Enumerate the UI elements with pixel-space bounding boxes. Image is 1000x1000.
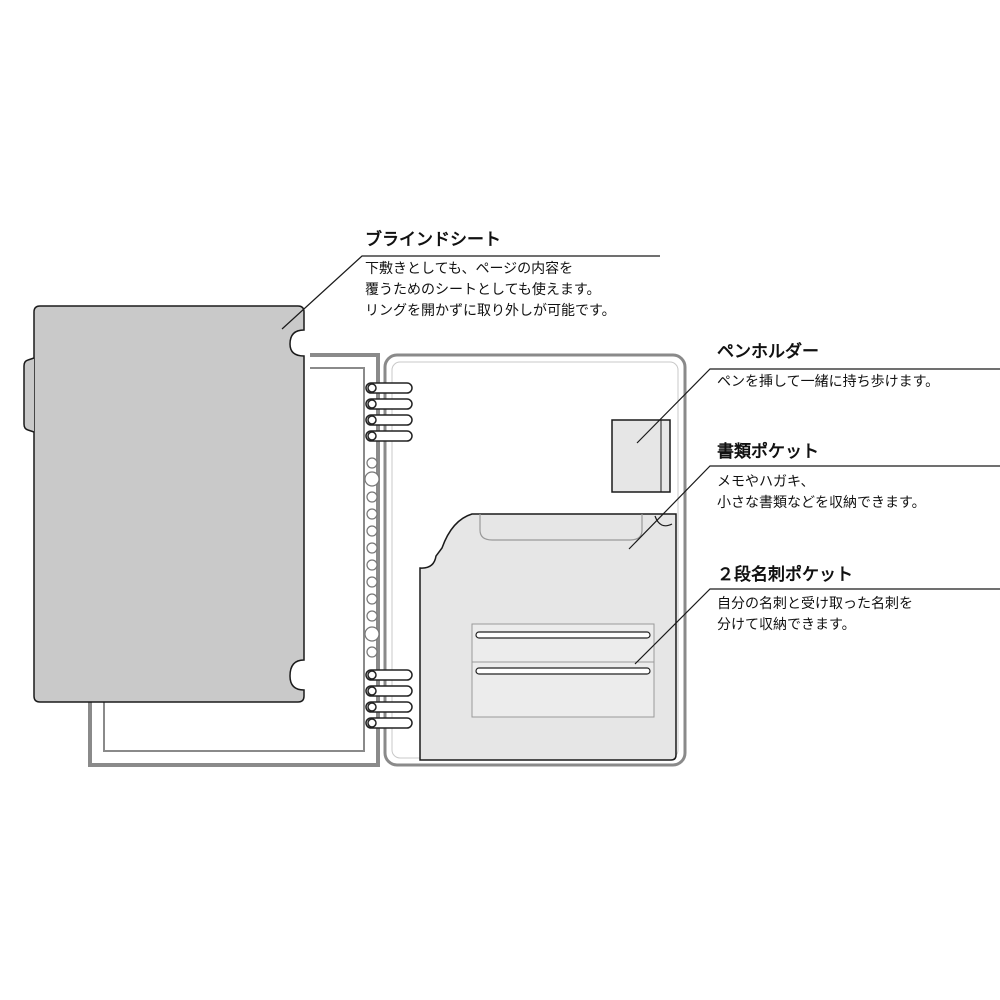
card-pocket-desc-line: 分けて収納できます。	[717, 617, 856, 633]
card-pocket-desc-line: 自分の名刺と受け取った名刺を	[717, 596, 913, 612]
blind-sheet-desc-line: 覆うためのシートとしても使えます。	[365, 282, 601, 298]
pen-holder-title: ペンホルダー	[717, 342, 819, 362]
document-pocket-desc-line: 小さな書類などを収納できます。	[717, 495, 926, 511]
document-pocket-callout: 書類ポケット メモやハガキ、 小さな書類などを収納できます。	[717, 442, 926, 514]
document-pocket-description: メモやハガキ、 小さな書類などを収納できます。	[717, 472, 926, 514]
pen-holder	[611, 419, 671, 493]
card-pocket-description: 自分の名刺と受け取った名刺を 分けて収納できます。	[717, 594, 913, 636]
punch-holes	[364, 457, 380, 658]
card-pocket-title: ２段名刺ポケット	[717, 565, 853, 585]
blind-sheet-callout: ブラインドシート 下敷きとしても、ページの内容を 覆うためのシートとしても使えま…	[365, 230, 616, 322]
binder-frame	[88, 353, 380, 767]
blind-sheet-tab	[23, 357, 35, 433]
leader-lines	[281, 255, 1000, 665]
blind-sheet-description: 下敷きとしても、ページの内容を 覆うためのシートとしても使えます。 リングを開か…	[365, 259, 616, 322]
card-pocket	[471, 623, 655, 718]
pen-holder-callout: ペンホルダー ペンを挿して一緒に持ち歩けます。	[717, 342, 939, 393]
binder-rings-top	[365, 382, 413, 442]
pen-holder-desc-line: ペンを挿して一緒に持ち歩けます。	[717, 374, 940, 390]
blind-sheet-desc-line: リングを開かずに取り外しが可能です。	[365, 303, 616, 319]
blind-sheet-title: ブラインドシート	[365, 230, 501, 250]
document-pocket-title: 書類ポケット	[717, 442, 819, 462]
document-pocket-desc-line: メモやハガキ、	[717, 474, 815, 490]
blind-sheet	[33, 305, 305, 703]
binder-rings-bottom	[365, 669, 413, 729]
pen-holder-description: ペンを挿して一緒に持ち歩けます。	[717, 372, 939, 393]
blind-sheet-desc-line: 下敷きとしても、ページの内容を	[365, 261, 574, 277]
card-pocket-callout: ２段名刺ポケット 自分の名刺と受け取った名刺を 分けて収納できます。	[717, 565, 913, 636]
